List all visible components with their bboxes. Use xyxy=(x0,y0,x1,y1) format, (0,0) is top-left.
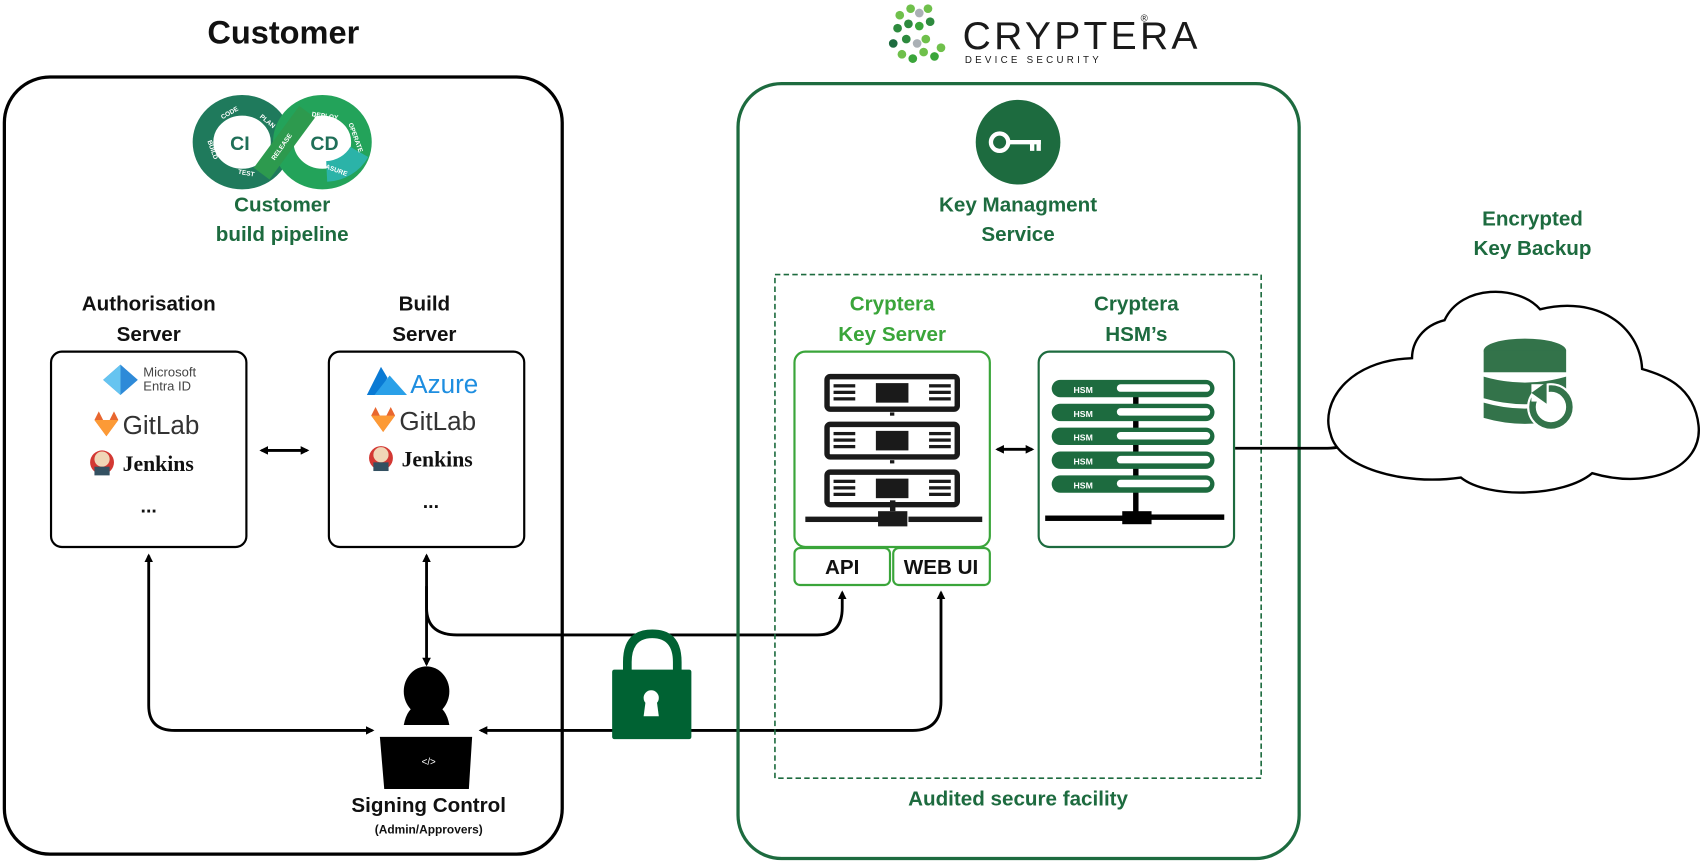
stage-test: TEST xyxy=(237,169,255,179)
azure-icon xyxy=(366,366,408,396)
auth-server-title-line2: Server xyxy=(117,323,181,346)
audited-facility-label: Audited secure facility xyxy=(908,787,1128,810)
database-backup-icon xyxy=(1483,338,1575,431)
key-server-title-line2: Key Server xyxy=(838,323,946,346)
pipeline-label-line2: build pipeline xyxy=(216,223,349,246)
build-to-api-arrow xyxy=(425,586,847,637)
secure-connection-lock-icon xyxy=(612,629,692,740)
hsm-unit: HSM xyxy=(1051,403,1215,422)
customer-title: Customer xyxy=(207,14,359,50)
api-label: API xyxy=(825,556,859,579)
ci-label: CI xyxy=(230,133,250,155)
cryptera-logo: CRYPTERA ® DEVICE SECURITY xyxy=(888,4,1201,66)
hsm-unit-label: HSM xyxy=(1074,457,1093,467)
hsm-unit-label: HSM xyxy=(1074,433,1093,443)
hsm-unit: HSM xyxy=(1051,427,1215,445)
gitlab-label: GitLab xyxy=(123,410,200,440)
brand-tagline: DEVICE SECURITY xyxy=(965,55,1102,66)
code-glyph: </> xyxy=(422,757,436,768)
hsm-title-line1: Cryptera xyxy=(1094,292,1179,315)
key-server-box xyxy=(793,350,991,549)
key-icon xyxy=(975,99,1061,185)
hsm-unit-label: HSM xyxy=(1074,480,1093,490)
backup-title-line1: Encrypted xyxy=(1482,208,1583,231)
gitlab-label: GitLab xyxy=(399,406,476,436)
web-ui-endpoint[interactable]: WEB UI xyxy=(892,547,991,587)
hsm-unit-label: HSM xyxy=(1074,409,1093,419)
stage-deploy: DEPLOY xyxy=(311,111,339,122)
kms-panel xyxy=(736,81,1301,861)
jenkins-icon xyxy=(369,446,393,472)
microsoft-entra-icon xyxy=(103,364,138,396)
jenkins-icon xyxy=(90,450,114,476)
auth-server-title-line1: Authorisation xyxy=(82,292,216,315)
signing-to-webui-arrow xyxy=(478,590,946,735)
signing-control-person-icon: </> xyxy=(379,666,473,790)
customer-panel xyxy=(2,75,564,856)
kms-title-line2: Service xyxy=(981,223,1054,246)
entra-label-line1: Microsoft xyxy=(143,365,196,380)
hsm-unit: HSM xyxy=(1051,475,1215,493)
auth-to-signing-arrow xyxy=(144,553,375,735)
cd-label: CD xyxy=(310,133,338,155)
entra-label-line2: Entra ID xyxy=(143,379,191,394)
hsm-unit-label: HSM xyxy=(1074,385,1093,395)
gitlab-icon xyxy=(94,411,119,437)
backup-title-line2: Key Backup xyxy=(1474,237,1592,260)
build-server-title-line1: Build xyxy=(399,292,451,315)
brand-registered-mark: ® xyxy=(1141,14,1149,25)
gitlab-icon xyxy=(371,406,396,432)
signing-control-subtitle: (Admin/Approvers) xyxy=(375,823,483,837)
build-server-box: Azure GitLab Jenkins ... xyxy=(327,350,526,549)
kms-title-line1: Key Managment xyxy=(939,194,1097,217)
hsm-title-line2: HSM’s xyxy=(1105,323,1167,346)
pipeline-label-line1: Customer xyxy=(234,194,330,217)
azure-label: Azure xyxy=(410,369,478,399)
audited-facility-boundary xyxy=(774,273,1262,779)
cicd-infinity-icon: CI CD CODE PLAN BUILD TEST RELEASE DEPLO… xyxy=(192,94,372,190)
signing-control-title: Signing Control xyxy=(351,794,506,817)
key-server-title-line1: Cryptera xyxy=(850,292,935,315)
brand-name: CRYPTERA xyxy=(963,15,1201,58)
server-rack-icon xyxy=(805,373,983,527)
web-ui-label: WEB UI xyxy=(904,556,978,579)
more-tools-ellipsis: ... xyxy=(423,491,439,513)
hsm-box: HSM HSM HSM HSM HSM xyxy=(1037,350,1236,549)
build-server-title-line2: Server xyxy=(392,323,456,346)
jenkins-label: Jenkins xyxy=(402,448,473,472)
more-tools-ellipsis: ... xyxy=(141,495,157,517)
jenkins-label: Jenkins xyxy=(123,452,194,476)
auth-server-box: Microsoft Entra ID GitLab Jenkins ... xyxy=(49,350,248,549)
hsm-unit: HSM xyxy=(1051,379,1215,398)
cryptera-logo-mark-icon xyxy=(888,4,946,63)
api-endpoint[interactable]: API xyxy=(793,547,892,587)
hsm-unit: HSM xyxy=(1051,451,1215,469)
